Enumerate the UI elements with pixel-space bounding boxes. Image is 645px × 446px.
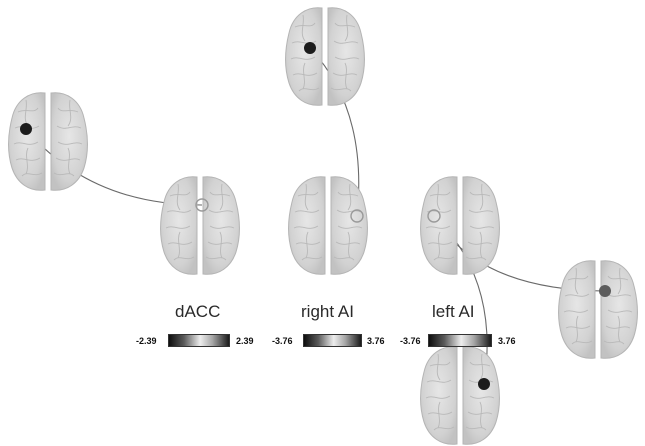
colorbar-min-right-ai: -3.76 (272, 336, 293, 346)
panel-title-right-ai: right AI (301, 302, 354, 321)
brain-right-ai-target (285, 7, 365, 106)
seed-marker-right-ai (350, 209, 364, 223)
colorbar-dacc (168, 334, 230, 347)
brain-left-ai-target-bottom (420, 346, 500, 445)
colorbar-min-left-ai: -3.76 (400, 336, 421, 346)
brain-left-ai-seed (420, 176, 500, 275)
brain-right-ai-seed (288, 176, 368, 275)
colorbar-left-ai (428, 334, 492, 347)
panel-title-dacc: dACC (175, 302, 221, 321)
seed-marker-dacc (195, 198, 209, 212)
colorbar-min-dacc: -2.39 (136, 336, 157, 346)
target-marker-left-ai-bottom (478, 378, 490, 390)
colorbar-right-ai (303, 334, 362, 347)
target-marker-dacc (20, 123, 32, 135)
target-marker-left-ai-right (599, 285, 611, 297)
colorbar-max-right-ai: 3.76 (367, 336, 385, 346)
colorbar-max-left-ai: 3.76 (498, 336, 516, 346)
target-marker-right-ai (304, 42, 316, 54)
brain-left-ai-target-right (558, 260, 638, 359)
brain-dacc-target (8, 92, 88, 191)
panel-title-left-ai: left AI (432, 302, 475, 321)
seed-marker-left-ai (427, 209, 441, 223)
brain-dacc-seed (160, 176, 240, 275)
colorbar-max-dacc: 2.39 (236, 336, 254, 346)
